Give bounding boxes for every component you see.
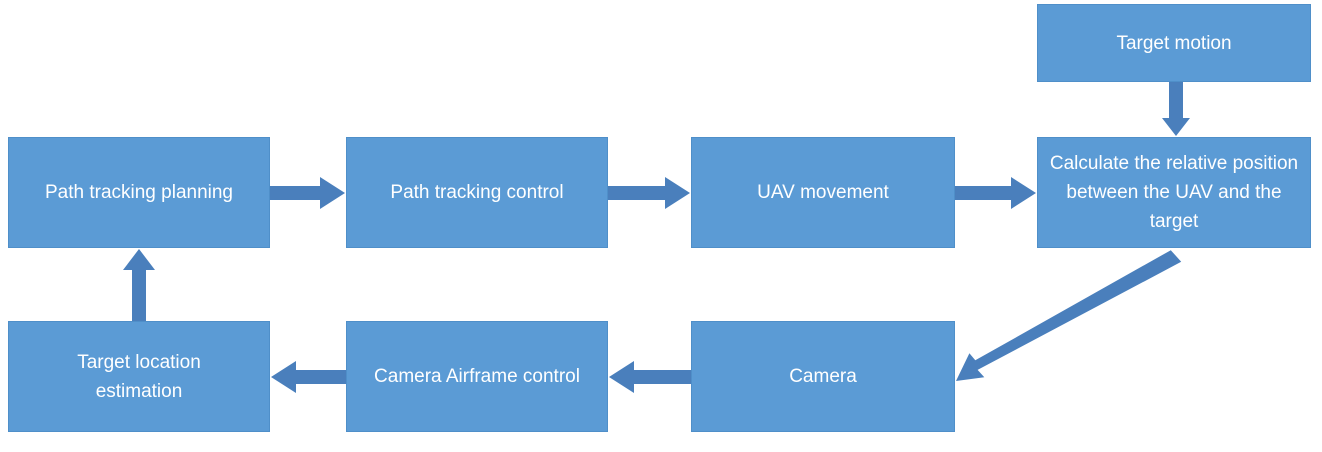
node-relative-position-label: Calculate the relative position between … [1049,153,1299,232]
node-uav-movement: UAV movement [691,137,955,248]
node-uav-movement-label: UAV movement [757,182,889,203]
node-target-motion-label: Target motion [1116,32,1232,54]
node-camera-airframe-control-label: Camera Airframe control [374,366,580,387]
node-camera-airframe-control: Camera Airframe control [346,321,608,432]
arrow-relative-position-to-camera [956,250,1182,381]
arrow-airframe-control-to-location-estimation [271,361,346,393]
node-path-tracking-control: Path tracking control [346,137,608,248]
node-camera: Camera [691,321,955,432]
node-target-location-estimation-label: Target location estimation [77,351,201,402]
arrow-control-to-uav-movement [608,177,690,209]
arrow-camera-to-airframe-control [609,361,691,393]
node-relative-position: Calculate the relative position between … [1037,137,1311,248]
arrow-target-motion-to-relative-position [1162,82,1190,136]
node-target-location-estimation: Target location estimation [8,321,270,432]
node-path-tracking-control-label: Path tracking control [390,182,564,203]
arrow-location-estimation-to-planning [123,249,155,321]
node-path-tracking-planning-label: Path tracking planning [44,182,233,203]
arrow-planning-to-control [270,177,345,209]
node-target-motion: Target motion [1037,4,1311,82]
node-camera-label: Camera [789,366,857,387]
node-path-tracking-planning: Path tracking planning [8,137,270,248]
arrow-uav-movement-to-relative-position [955,177,1036,209]
